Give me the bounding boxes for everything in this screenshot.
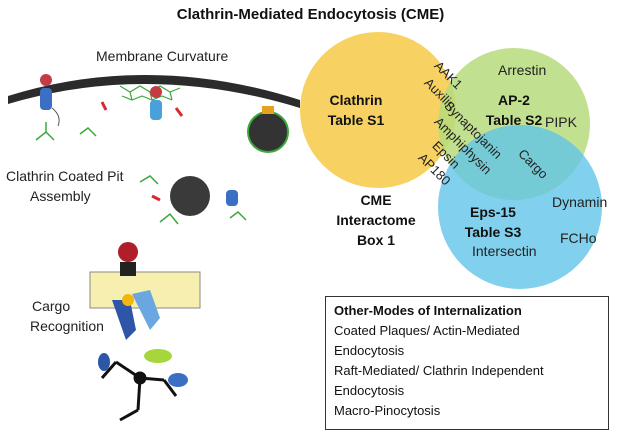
- other-modes-box: Other-Modes of Internalization Coated Pl…: [325, 296, 609, 430]
- cme-line2: Interactome: [336, 212, 416, 228]
- label-coated-pit-line1: Clathrin Coated Pit: [6, 168, 124, 184]
- uncoated-vesicle: [170, 176, 210, 216]
- venn-clathrin: [300, 32, 456, 188]
- small-adaptor: [226, 190, 238, 206]
- membrane-adaptor-left: [40, 74, 60, 127]
- protein-intersectin: Intersectin: [472, 243, 537, 259]
- ap2-complex: [112, 290, 160, 340]
- venn-cme-label: CME Interactome Box 1: [326, 190, 426, 250]
- protein-dynamin: Dynamin: [552, 194, 608, 210]
- other-modes-item-1: Coated Plaques/ Actin-Mediated: [334, 323, 520, 338]
- cme-line3: Box 1: [356, 232, 396, 248]
- venn-ap2-label: AP-2 Table S2: [484, 90, 544, 130]
- other-modes-heading: Other-Modes of Internalization: [334, 303, 522, 318]
- protein-arrestin: Arrestin: [498, 62, 547, 78]
- venn-eps15-label: Eps-15 Table S3: [458, 202, 528, 242]
- protein-pipk: PIPK: [545, 114, 577, 130]
- adaptor-appendage: [168, 373, 188, 387]
- figure-title: Clathrin-Mediated Endocytosis (CME): [176, 6, 445, 23]
- cargo-green: [144, 349, 172, 363]
- eps15-title: Eps-15: [470, 204, 516, 220]
- triskelion-black: [115, 360, 165, 411]
- membrane-adaptor-right: [150, 86, 162, 120]
- label-membrane-curvature: Membrane Curvature: [96, 48, 229, 64]
- protein-fcho: FCHo: [560, 230, 597, 246]
- triskelia-top: [35, 122, 97, 141]
- plasma-membrane: [8, 74, 300, 108]
- label-coated-pit-line2: Assembly: [30, 188, 91, 204]
- label-cargo-line2: Recognition: [30, 318, 104, 334]
- coated-vesicle-top: [247, 111, 289, 153]
- other-modes-item-3: Raft-Mediated/ Clathrin Independent: [334, 363, 544, 378]
- other-modes-item-4: Endocytosis: [334, 383, 405, 398]
- red-dashes: [100, 101, 184, 117]
- other-modes-item-2: Endocytosis: [334, 343, 405, 358]
- label-cargo-line1: Cargo: [32, 298, 71, 314]
- clathrin-title: Clathrin: [329, 92, 383, 108]
- clathrin-lattice: [119, 85, 181, 101]
- venn-eps15: [438, 125, 602, 289]
- clathrin-table: Table S1: [327, 112, 385, 128]
- triskelia-middle: [139, 175, 247, 225]
- cargo-red-head: [118, 242, 138, 262]
- eps15-table: Table S3: [464, 224, 522, 240]
- ap2-title: AP-2: [498, 92, 530, 108]
- venn-clathrin-label: Clathrin Table S1: [316, 90, 396, 130]
- other-modes-item-5: Macro-Pinocytosis: [334, 403, 441, 418]
- cme-line1: CME: [360, 192, 392, 208]
- clathrin-legs: [100, 361, 178, 422]
- ap2-table: Table S2: [485, 112, 543, 128]
